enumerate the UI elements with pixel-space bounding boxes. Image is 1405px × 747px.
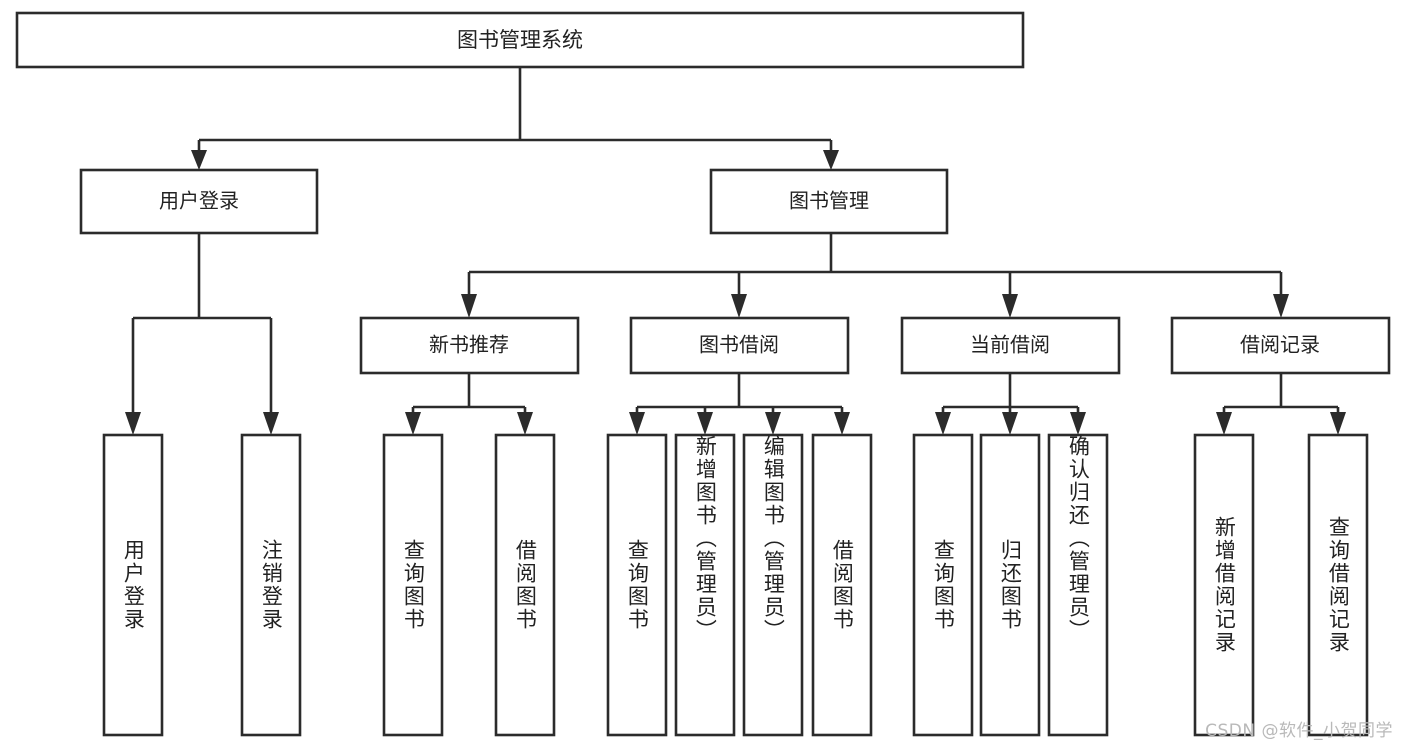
node-label-new-book-recommend: 新书推荐: [429, 333, 509, 357]
leaf-box-bb-query-book[interactable]: [606, 433, 668, 737]
node-box-user-login[interactable]: [79, 168, 319, 235]
leaf-box-br-query-record[interactable]: [1307, 433, 1369, 737]
node-box-current-borrow[interactable]: [900, 316, 1121, 375]
node-label-root: 图书管理系统: [457, 28, 583, 52]
watermark-text: CSDN @软件_小贺同学: [1205, 721, 1393, 741]
leaf-box-br-add-record[interactable]: [1193, 433, 1255, 737]
leaf-box-nbr-query-book[interactable]: [382, 433, 444, 737]
arrow-head-new-book: [461, 294, 477, 318]
arrow-head-user-login: [191, 150, 207, 170]
arrow-head-cb-leaf-2: [1002, 412, 1018, 435]
node-layer: 图书管理系统 用户登录 图书管理 新书推荐 图书借阅 当前借阅 借阅记录: [15, 11, 1391, 737]
arrow-head-leaf-logout: [263, 412, 279, 435]
leaf-box-cb-query-book[interactable]: [912, 433, 974, 737]
node-box-root[interactable]: [15, 11, 1025, 69]
node-box-book-borrow[interactable]: [629, 316, 850, 375]
node-label-book-management: 图书管理: [789, 189, 869, 213]
leaf-box-user-login[interactable]: [102, 433, 164, 737]
arrow-head-bb-leaf-4: [834, 412, 850, 435]
arrow-head-nbr-leaf-2: [517, 412, 533, 435]
node-box-book-management[interactable]: [709, 168, 949, 235]
node-box-new-book-recommend[interactable]: [359, 316, 580, 375]
arrow-head-current-borrow: [1002, 294, 1018, 318]
leaf-box-logout[interactable]: [240, 433, 302, 737]
node-box-borrow-record[interactable]: [1170, 316, 1391, 375]
arrow-head-cb-leaf-3: [1070, 412, 1086, 435]
leaf-box-nbr-borrow-book[interactable]: [494, 433, 556, 737]
node-label-borrow-record: 借阅记录: [1240, 333, 1320, 357]
arrow-head-book-borrow: [731, 294, 747, 318]
arrow-head-leaf-user-login: [125, 412, 141, 435]
leaf-box-bb-borrow-book[interactable]: [811, 433, 873, 737]
leaf-box-bb-add-book[interactable]: [674, 433, 736, 737]
arrow-head-nbr-leaf-1: [405, 412, 421, 435]
arrow-head-bb-leaf-2: [697, 412, 713, 435]
node-label-user-login: 用户登录: [159, 189, 239, 213]
arrow-head-book-manage: [823, 150, 839, 170]
arrow-head-cb-leaf-1: [935, 412, 951, 435]
leaf-box-bb-edit-book[interactable]: [742, 433, 804, 737]
arrow-head-br-leaf-1: [1216, 412, 1232, 435]
leaf-box-cb-confirm-return[interactable]: [1047, 433, 1109, 737]
arrow-head-bb-leaf-3: [765, 412, 781, 435]
arrow-head-borrow-record: [1273, 294, 1289, 318]
node-label-current-borrow: 当前借阅: [970, 333, 1050, 357]
node-label-book-borrow: 图书借阅: [699, 333, 779, 357]
arrow-head-bb-leaf-1: [629, 412, 645, 435]
leaf-box-cb-return-book[interactable]: [979, 433, 1041, 737]
connector-layer: [125, 67, 1346, 435]
arrow-head-br-leaf-2: [1330, 412, 1346, 435]
